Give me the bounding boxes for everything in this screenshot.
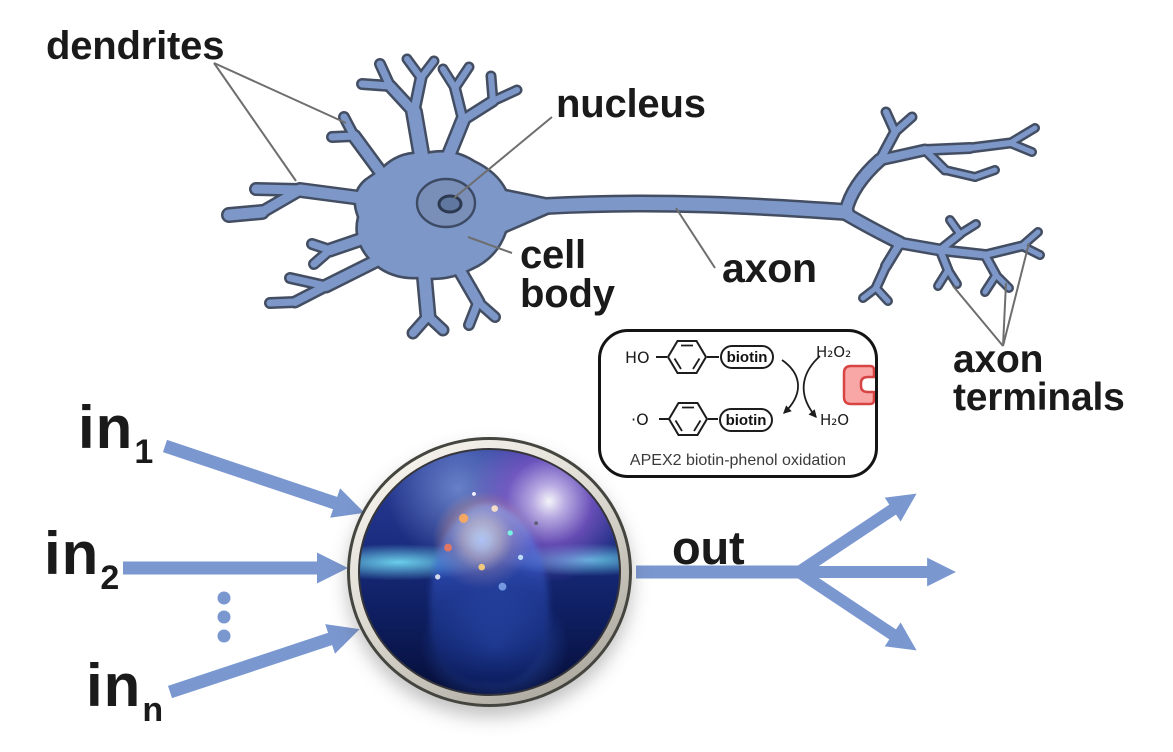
phenoxyl-radical-label: ·O — [631, 410, 649, 429]
neuron-nucleus-shape — [415, 177, 477, 229]
input-label-1: in1 — [78, 398, 153, 470]
brain-image — [358, 448, 621, 696]
h2o2-label: H₂O₂ — [816, 343, 852, 361]
output-arrows — [636, 493, 956, 651]
h2o-label: H₂O — [820, 411, 850, 429]
input-label-1-sub: 1 — [134, 433, 154, 471]
input-arrows — [123, 439, 365, 699]
benzene-ring-icon — [667, 340, 707, 374]
output-label: out — [672, 521, 745, 574]
label-pointer-lines — [213, 62, 1030, 347]
cell-body-label-line2: body — [520, 272, 615, 316]
reaction-arrow-left — [781, 359, 799, 414]
phenol-ho-label: HO — [625, 348, 650, 367]
cell-body-label: cell body — [520, 233, 615, 316]
output-arrow-up — [795, 493, 917, 577]
reaction-scheme-graphics — [656, 340, 875, 436]
input-label-n-sub: n — [142, 691, 163, 729]
apex2-enzyme-icon — [842, 364, 875, 406]
apex2-reaction-inset: HO biotin H₂O₂ ·O biotin H₂O APEX2 bioti… — [598, 329, 878, 478]
input-label-1-base: in — [78, 394, 134, 461]
reaction-caption: APEX2 biotin-phenol oxidation — [629, 452, 847, 469]
neuron-dendrites-and-axon — [223, 56, 1043, 337]
input-label-2-base: in — [44, 520, 100, 587]
output-arrow-down — [795, 567, 917, 651]
axon-terminals-label: axon terminals — [953, 338, 1125, 419]
axon-terminals-label-line1: axon — [953, 338, 1044, 381]
input-label-n: inn — [86, 656, 163, 728]
input-arrow-n — [167, 624, 360, 699]
ellipsis-dots — [217, 591, 231, 643]
cell-body-label-line1: cell — [520, 233, 586, 277]
input-label-2: in2 — [44, 524, 119, 596]
reaction-arrow-right — [802, 355, 821, 419]
biotin-tag-2: biotin — [719, 408, 773, 432]
brain-medallion-frame — [347, 437, 632, 707]
input-label-n-base: in — [86, 652, 142, 719]
benzene-ring-icon — [668, 402, 708, 436]
biotin-tag-1: biotin — [720, 345, 774, 369]
input-label-2-sub: 2 — [100, 559, 120, 597]
axon-terminals-label-line2: terminals — [953, 376, 1125, 419]
axon-label: axon — [722, 245, 817, 291]
input-arrow-1 — [162, 439, 365, 518]
dendrites-label: dendrites — [46, 24, 225, 68]
nucleus-label: nucleus — [556, 82, 706, 126]
